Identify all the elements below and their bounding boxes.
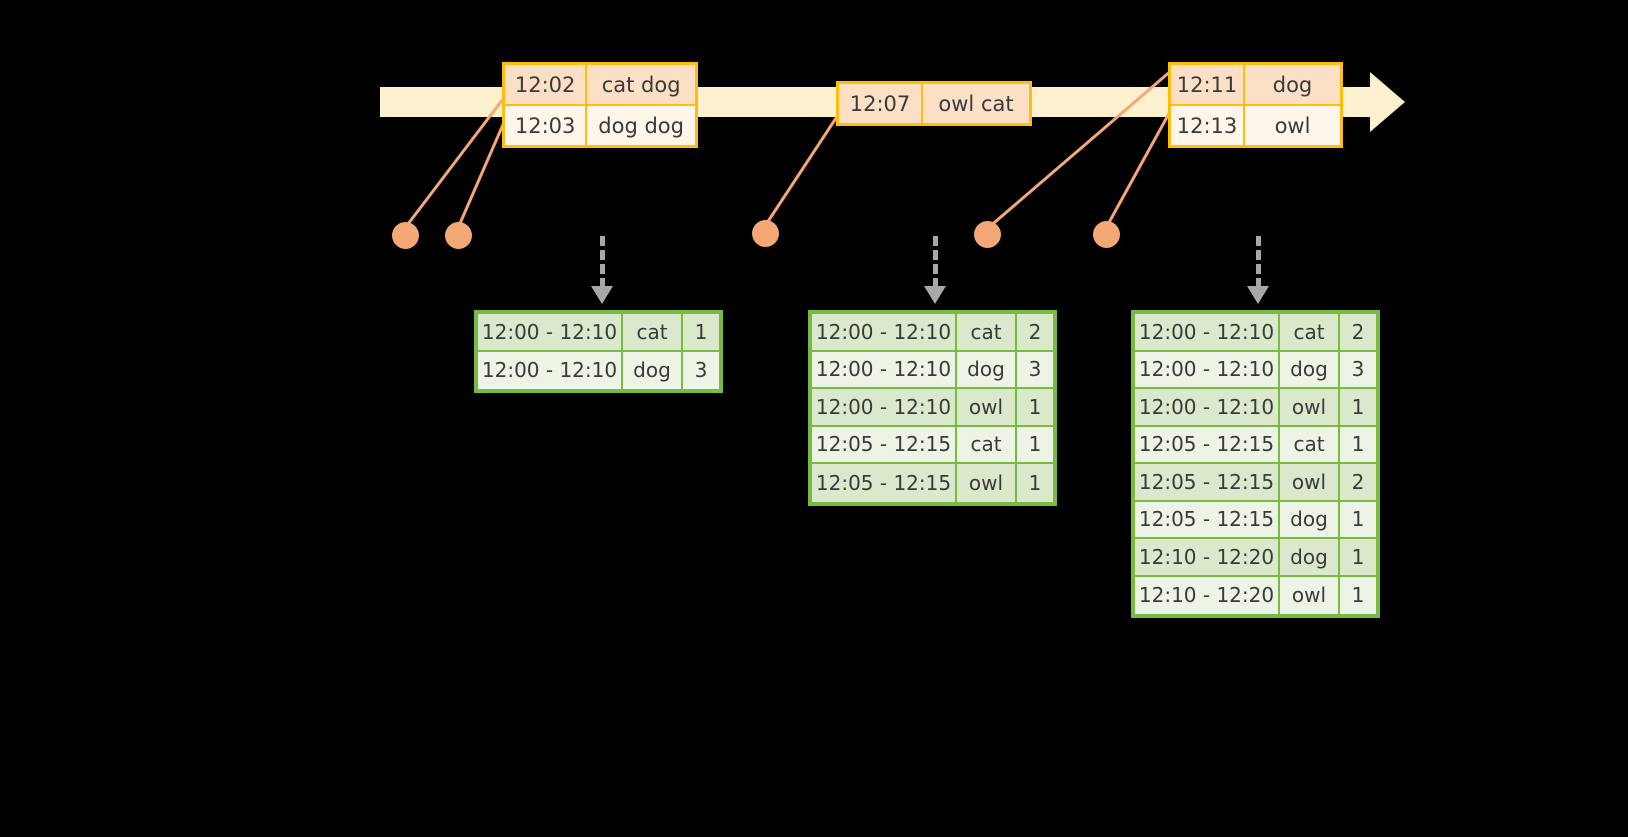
arrow-shaft [933,236,938,288]
window-range-cell: 12:00 - 12:10 [1135,314,1280,352]
word-key-cell: owl [957,389,1017,427]
event-time-cell: 12:07 [849,91,911,116]
marker-dot [974,221,1001,248]
marker-dot [392,222,419,249]
marker-dot [1093,221,1120,248]
word-key-cell: cat [957,426,1017,464]
count-cell: 1 [1340,427,1376,464]
event-value-cell: owl [1243,106,1340,145]
timeline-event-box-2[interactable]: 12:07 owl cat [836,81,1032,126]
word-key-cell: cat [623,314,683,352]
window-range-cell: 12:05 - 12:15 [812,426,957,464]
count-cell: 1 [1017,427,1053,464]
window-range-cell: 12:05 - 12:15 [812,464,957,502]
word-key-cell: owl [1280,389,1340,427]
word-key-cell: cat [1280,314,1340,352]
window-range-cell: 12:00 - 12:10 [812,314,957,352]
arrow-head-icon [591,286,613,304]
word-key-cell: dog [623,351,683,389]
count-cell: 1 [1017,389,1053,427]
window-range-cell: 12:05 - 12:15 [1135,464,1280,502]
word-key-cell: owl [1280,464,1340,502]
timeline-arrow-head [1370,72,1405,132]
count-cell: 3 [1017,352,1053,389]
count-cell: 1 [1340,389,1376,427]
window-range-cell: 12:00 - 12:10 [478,351,623,389]
arrow-shaft [600,236,605,288]
window-range-cell: 12:10 - 12:20 [1135,576,1280,614]
arrow-shaft [1256,236,1261,288]
leader-line [1104,106,1174,230]
count-cell: 1 [1028,470,1042,495]
window-range-cell: 12:00 - 12:10 [478,314,623,352]
count-cell: 1 [1340,502,1376,539]
event-time-cell: 12:11 [1176,72,1238,97]
leader-line [763,110,842,228]
marker-dot [752,220,779,247]
arrow-head-icon [924,286,946,304]
event-value-cell: dog [1243,65,1340,104]
count-cell: 1 [683,314,719,352]
count-cell: 3 [1340,352,1376,389]
timeline-event-box-1[interactable]: 12:02 cat dog 12:03 dog dog [502,62,698,148]
event-row[interactable]: 12:03 dog dog [505,104,695,145]
window-range-cell: 12:10 - 12:20 [1135,539,1280,577]
event-row[interactable]: 12:02 cat dog [505,65,695,104]
count-cell: 1 [1351,583,1365,608]
word-key-cell: dog [957,351,1017,389]
count-cell: 2 [1340,314,1376,352]
window-range-cell: 12:00 - 12:10 [812,351,957,389]
window-range-cell: 12:00 - 12:10 [812,389,957,427]
event-row[interactable]: 12:07 owl cat [839,84,1029,123]
event-value-cell: dog dog [585,106,695,145]
word-key-cell: owl [1280,576,1340,614]
window-range-cell: 12:05 - 12:15 [1135,501,1280,539]
window-range-cell: 12:00 - 12:10 [1135,389,1280,427]
count-cell: 1 [1340,539,1376,577]
word-key-cell: dog [1280,501,1340,539]
word-key-cell: dog [1280,351,1340,389]
arrow-head-icon [1247,286,1269,304]
marker-dot [445,222,472,249]
word-key-cell: dog [1280,539,1340,577]
event-time-cell: 12:02 [514,72,576,97]
count-cell: 2 [1340,464,1376,502]
count-cell: 3 [694,358,708,383]
count-cell: 2 [1017,314,1053,352]
event-time-cell: 12:03 [514,113,576,138]
event-time-cell: 12:13 [1176,113,1238,138]
event-value-cell: owl cat [921,84,1029,123]
window-range-cell: 12:00 - 12:10 [1135,351,1280,389]
word-key-cell: cat [957,314,1017,352]
word-key-cell: cat [1280,426,1340,464]
window-range-cell: 12:05 - 12:15 [1135,426,1280,464]
word-key-cell: owl [957,464,1017,502]
event-value-cell: cat dog [585,65,695,104]
